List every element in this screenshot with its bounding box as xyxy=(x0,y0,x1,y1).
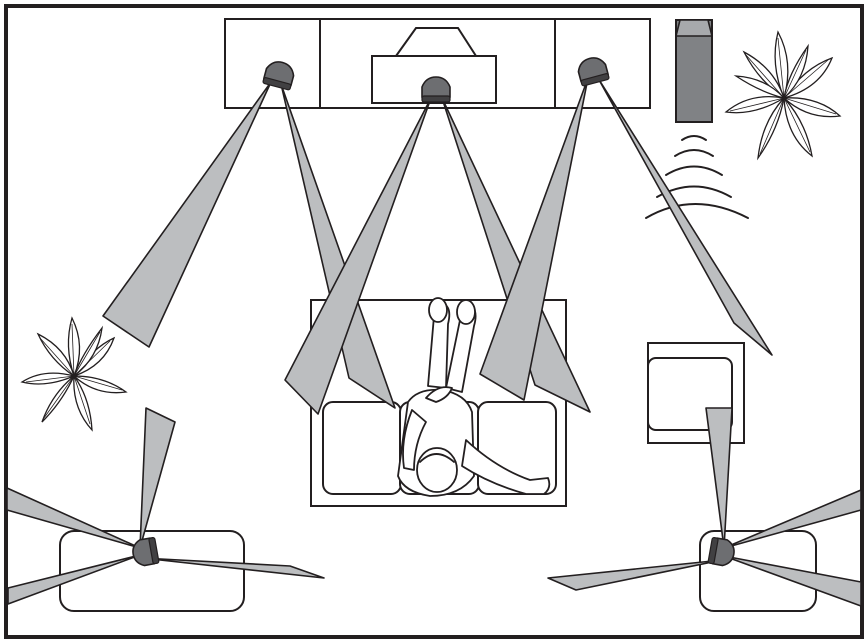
speaker-icon-surround-right xyxy=(707,537,735,567)
subwoofer-icon xyxy=(674,19,714,123)
plant-top-right xyxy=(724,30,842,161)
person-on-sofa xyxy=(397,297,551,497)
beams-front-left xyxy=(102,81,396,409)
speaker-icon-surround-left xyxy=(132,537,160,567)
speaker-icon-front-left xyxy=(262,61,295,91)
beams-front-right xyxy=(479,77,773,401)
beams-surround-right xyxy=(547,407,862,607)
beams-surround-left xyxy=(6,407,325,605)
plant-left xyxy=(20,316,128,432)
speaker-icon-center xyxy=(421,76,451,103)
beams-center xyxy=(284,97,591,415)
armchair xyxy=(647,342,745,444)
side-table-left xyxy=(59,530,245,612)
speaker-icon-front-right xyxy=(577,57,610,87)
